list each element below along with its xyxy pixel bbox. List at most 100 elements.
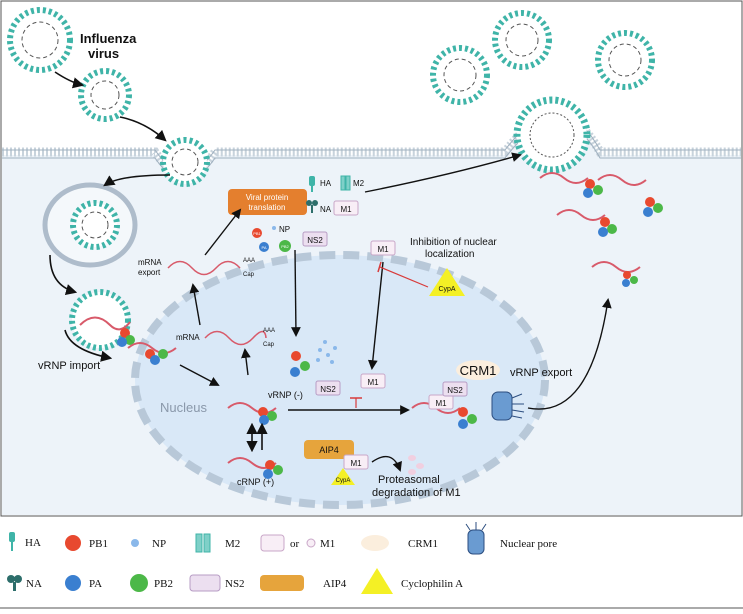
m1-label: M1 [377,245,389,254]
vrnp-import-label: vRNP import [38,360,100,372]
crnp-plus [227,457,283,479]
m1-box [428,394,454,410]
m1-box [360,373,386,389]
cap-label-2: Cap [263,342,275,348]
legend-pb1-icon [65,535,81,551]
na-icon [306,200,318,213]
degradation-arrow [371,455,402,472]
budding-virus [513,96,591,174]
inhibition-line [379,266,429,288]
legend-pb1: PB1 [89,538,108,550]
mrna-export-label-2: export [138,268,161,277]
virus-title-line2: virus [88,46,119,61]
aip4-box [304,440,354,459]
released-virus [492,10,552,70]
ns2-box [442,381,468,397]
transcription-arrow [241,348,251,376]
pa-small-label: PA [261,245,266,250]
m1-label: M1 [435,399,447,408]
pb1-dot [291,351,301,361]
virus-title-line1: Influenza [80,31,137,46]
m2-icon [340,175,351,191]
mrna-export-label-1: mRNA [138,258,162,267]
legend-crm1-icon [361,535,389,551]
pb2-dot [279,240,291,252]
legend-ha: HA [25,537,41,549]
crm1-shape [456,360,500,380]
aaa-label-2: AAA [263,328,275,334]
cypa-label: CypA [438,286,455,293]
cypa-triangle [331,468,355,485]
pb1-dot [252,228,262,238]
np-label: NP [279,225,290,234]
np-cluster [316,340,337,364]
endosome [42,182,138,268]
uncoating-virus [69,289,135,351]
virus-particle [78,68,132,122]
na-label: NA [320,205,332,214]
legend-m2: M2 [225,538,240,550]
legend-cyclophilin-icon [361,568,393,594]
ha-icon [309,176,315,192]
degraded-m1-fragments [408,455,424,475]
vrnp-to-nucleus-arrow [179,364,220,386]
pa-dot [290,367,300,377]
legend-np-icon [131,539,139,547]
nuclear-mrna [204,330,267,346]
transport-arrow [364,152,522,193]
degradation-label-1: Proteasomal [378,474,440,486]
exported-mrna [167,260,241,276]
mrna-to-translation-arrow [204,208,242,256]
m2-label: M2 [353,179,365,188]
pb2-small-label: PB2 [281,244,289,249]
inhibition-bar [377,261,382,273]
pa-dot [259,242,269,252]
cypa-triangle [429,268,465,296]
released-virus [595,30,655,90]
legend-na-icon [7,575,22,591]
nuclear-pore-icon [491,391,525,421]
inhibition-label-2: localization [425,249,474,260]
pb1-small-label: PB1 [253,231,261,236]
nucleus [131,251,549,509]
viral-protein-label-2: translation [249,203,286,212]
legend-nuclear-pore-icon [465,522,487,555]
legend-m1: M1 [320,538,335,550]
ns2-label: NS2 [447,386,463,395]
legend-ha-icon [9,532,15,551]
vrnp-minus [227,402,277,425]
virus-particle [160,137,210,187]
m1-box [370,240,396,256]
legend-na: NA [26,578,42,590]
viral-protein-translation-box [228,189,307,215]
m1-import-arrow [367,261,384,370]
legend-m1-box-icon [260,534,285,552]
legend-pb2-icon [130,574,148,592]
legend-or: or [290,538,300,550]
np-dot [272,226,276,230]
mrna-label: mRNA [176,333,200,342]
ns2-label: NS2 [307,236,323,245]
m1-label: M1 [367,378,379,387]
vrnp-export-arrow [527,298,612,410]
m1-box [343,454,369,470]
legend-m2-icon [195,533,211,553]
pb2-dot [300,361,310,371]
legend-nuclear-pore: Nuclear pore [500,538,557,550]
degradation-label-2: degradation of M1 [372,487,461,499]
legend-aip4-icon [260,575,304,591]
inhibition-label-1: Inhibition of nuclear [410,237,497,248]
legend-cyclophilin: Cyclophilin A [401,578,463,590]
released-virus [430,45,490,105]
cypa-label: CypA [336,478,351,484]
legend-pb2: PB2 [154,578,173,590]
legend-aip4: AIP4 [323,578,347,590]
virus-particle [7,7,73,73]
aaa-label: AAA [243,258,255,264]
legend-np: NP [152,538,166,550]
crm1-label: CRM1 [460,363,497,378]
ns2-box [302,231,328,247]
m1-box [333,200,359,216]
